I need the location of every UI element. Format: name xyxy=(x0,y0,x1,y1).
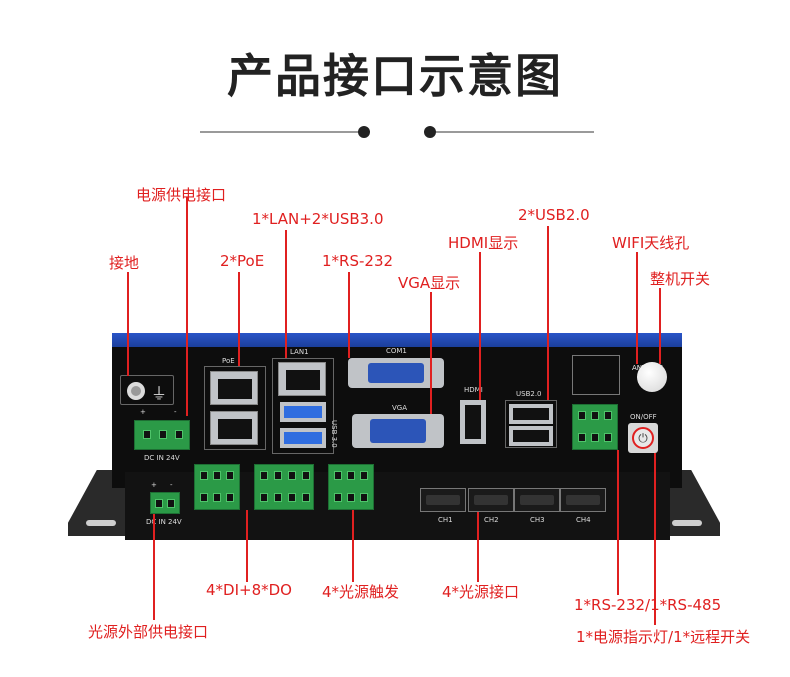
ext-power-plus-mark: + xyxy=(151,481,157,489)
power-plus-mark: + xyxy=(140,408,146,416)
light-channel-3-port[interactable] xyxy=(514,488,560,512)
leader-poe xyxy=(238,272,240,366)
poe-panel-label: PoE xyxy=(222,357,235,365)
ch2-label: CH2 xyxy=(484,516,499,524)
ground-terminal: ⏚ xyxy=(120,375,174,405)
power-switch[interactable]: ⏻ xyxy=(628,423,658,453)
leader-wifi xyxy=(636,252,638,364)
title-divider-dot-right xyxy=(424,126,436,138)
di-terminal-block xyxy=(194,464,240,510)
label-rs232: 1*RS-232 xyxy=(322,252,394,270)
light-channel-4-port[interactable] xyxy=(560,488,606,512)
light-trigger-terminal-block xyxy=(328,464,374,510)
ext-dc-in-label: DC IN 24V xyxy=(146,518,182,526)
title-divider-left xyxy=(200,131,358,133)
leader-hdmi xyxy=(479,252,481,400)
lan1-panel-label: LAN1 xyxy=(290,348,309,356)
usb2-bay xyxy=(505,400,557,448)
serial-pinout-legend xyxy=(572,355,620,395)
ch4-label: CH4 xyxy=(576,516,591,524)
ch1-label: CH1 xyxy=(438,516,453,524)
do-terminal-block xyxy=(254,464,314,510)
label-rs232-rs485: 1*RS-232/1*RS-485 xyxy=(574,596,722,614)
onoff-panel-label: ON/OFF xyxy=(630,413,657,421)
poe-port-1[interactable] xyxy=(210,371,258,405)
vga-panel-label: VGA xyxy=(392,404,408,412)
light-channel-1-port[interactable] xyxy=(420,488,466,512)
label-light-port: 4*光源接口 xyxy=(442,583,520,601)
usb20-panel-label: USB2.0 xyxy=(516,390,542,398)
label-power-input: 电源供电接口 xyxy=(136,186,227,204)
device-top-edge xyxy=(112,333,682,347)
leader-dio xyxy=(246,510,248,582)
label-vga: VGA显示 xyxy=(398,274,461,292)
leader-rs232 xyxy=(348,272,350,358)
usb3-port-1[interactable] xyxy=(280,402,326,422)
label-hdmi: HDMI显示 xyxy=(448,234,519,252)
label-poe: 2*PoE xyxy=(220,252,265,270)
leader-light-trigger xyxy=(352,510,354,582)
label-usb2: 2*USB2.0 xyxy=(518,206,590,224)
leader-lan-usb3 xyxy=(285,230,287,358)
label-power-switch: 整机开关 xyxy=(650,270,711,288)
ch3-label: CH3 xyxy=(530,516,545,524)
leader-power-input xyxy=(186,197,188,416)
rs232-rs485-terminal xyxy=(572,404,618,450)
usb2-port-1[interactable] xyxy=(509,404,553,424)
leader-vga xyxy=(430,292,432,414)
leader-external-power xyxy=(153,514,155,620)
ground-icon: ⏚ xyxy=(151,384,168,403)
label-ground: 接地 xyxy=(109,254,140,272)
com1-panel-label: COM1 xyxy=(386,347,407,355)
label-indicator-remote: 1*电源指示灯/1*远程开关 xyxy=(576,628,751,646)
lan-usb-bay xyxy=(272,358,334,454)
dc-in-label: DC IN 24V xyxy=(144,454,180,462)
label-lan-usb3: 1*LAN+2*USB3.0 xyxy=(252,210,384,228)
label-wifi: WIFI天线孔 xyxy=(612,234,690,252)
leader-rs232-rs485 xyxy=(617,450,619,595)
power-minus-mark: - xyxy=(174,408,177,416)
poe-port-2[interactable] xyxy=(210,411,258,445)
lan1-port[interactable] xyxy=(278,362,326,396)
power-icon: ⏻ xyxy=(632,427,654,449)
ext-power-minus-mark: - xyxy=(170,481,173,489)
vga-port[interactable] xyxy=(352,414,444,448)
page-title: 产品接口示意图 xyxy=(227,49,563,103)
leader-ground xyxy=(127,272,129,376)
usb2-port-2[interactable] xyxy=(509,426,553,446)
label-light-trigger: 4*光源触发 xyxy=(322,583,400,601)
leader-light-port xyxy=(477,512,479,582)
label-external-power: 光源外部供电接口 xyxy=(88,623,209,641)
light-channel-2-port[interactable] xyxy=(468,488,514,512)
title-divider-right xyxy=(436,131,594,133)
leader-indicator-remote xyxy=(654,453,656,625)
usb30-panel-label: USB 3.0 xyxy=(330,420,338,448)
leader-usb2 xyxy=(547,226,549,400)
hdmi-panel-label: HDMI xyxy=(464,386,483,394)
title-divider-dot-left xyxy=(358,126,370,138)
dc-power-terminal xyxy=(134,420,190,450)
label-dio: 4*DI+8*DO xyxy=(206,581,292,599)
external-power-terminal xyxy=(150,492,180,514)
leader-power-switch xyxy=(659,288,661,364)
usb3-port-2[interactable] xyxy=(280,428,326,448)
com1-port[interactable] xyxy=(348,358,444,388)
wifi-antenna-hole xyxy=(637,362,667,392)
poe-bay xyxy=(204,366,266,450)
hdmi-port[interactable] xyxy=(460,400,486,444)
